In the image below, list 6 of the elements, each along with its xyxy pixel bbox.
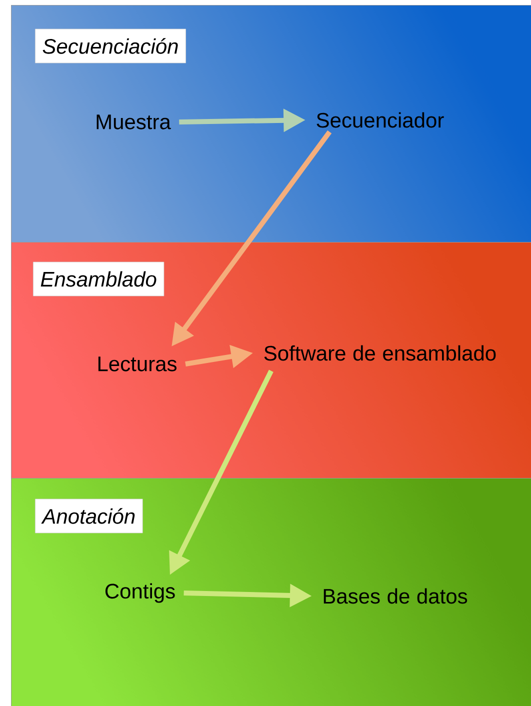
node-label: Contigs <box>105 583 175 603</box>
node-label: Secuenciador <box>316 112 444 128</box>
node-label: Muestra <box>96 114 171 130</box>
node-label: Lecturas <box>98 356 176 372</box>
node-label: Software de ensamblado <box>264 345 496 361</box>
node-label: Bases de datos <box>324 588 468 604</box>
